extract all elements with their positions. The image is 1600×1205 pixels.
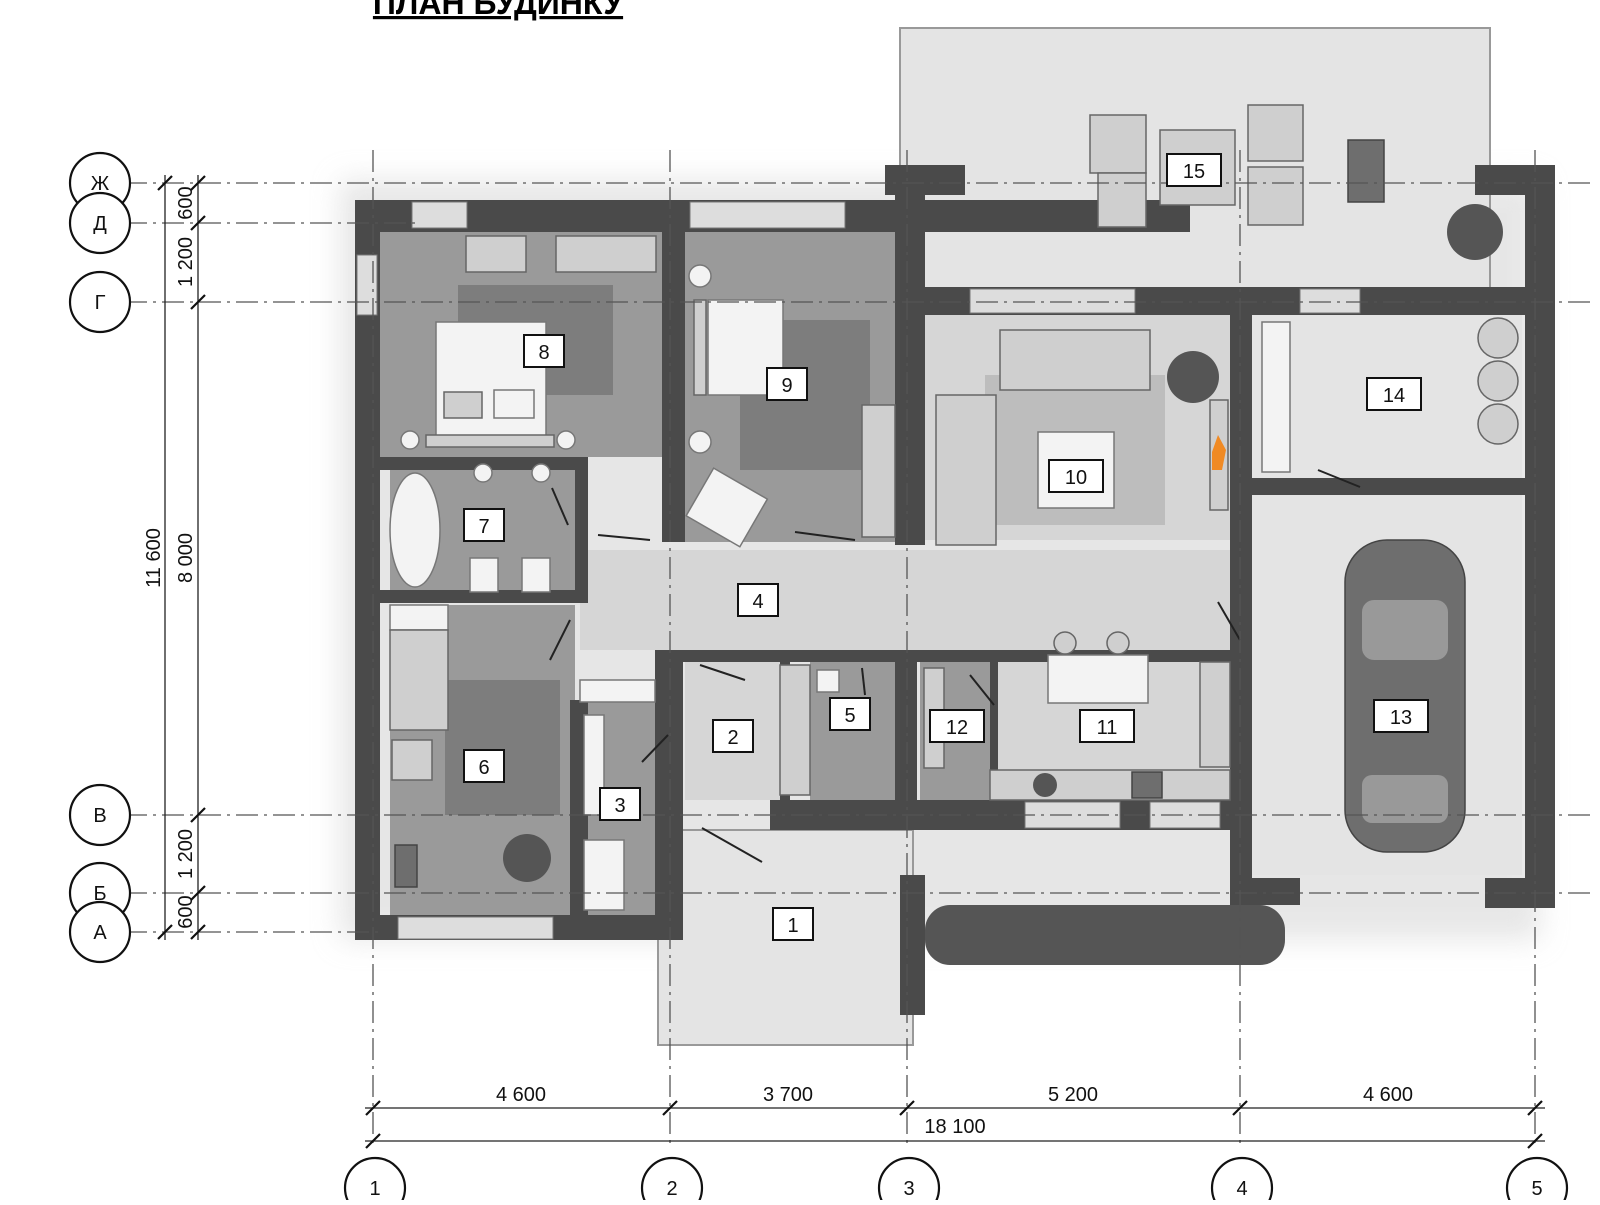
room-label-10: 10 [1048, 459, 1104, 493]
axis-label-2: 2 [666, 1178, 677, 1200]
dim-left-4: 1 200 [175, 829, 197, 879]
room-number-3: 3 [614, 795, 625, 817]
dimension-tick [365, 1100, 381, 1116]
dim-bottom-4: 4 600 [1363, 1084, 1413, 1106]
room-number-8: 8 [538, 342, 549, 364]
room-label-9: 9 [766, 367, 808, 401]
axis-letter-markers: Ж Д Г В Б А [68, 151, 132, 964]
dimension-tick [157, 175, 173, 191]
room-number-14: 14 [1383, 385, 1405, 407]
room-number-9: 9 [781, 375, 792, 397]
dim-left-1: 600 [175, 186, 197, 219]
axis-label-3: 3 [903, 1178, 914, 1200]
axis-label-a: А [93, 922, 107, 944]
dimension-tick [190, 215, 206, 231]
axis-grid [125, 150, 1590, 1145]
room-number-1: 1 [787, 915, 798, 937]
dimension-tick [190, 807, 206, 823]
left-dimensions: 600 1 200 8 000 1 200 600 11 600 [143, 186, 197, 928]
fireplace-flame-icon [1212, 435, 1226, 470]
dim-bottom-total: 18 100 [924, 1116, 985, 1138]
room-label-1: 1 [772, 907, 814, 941]
room-number-4: 4 [752, 591, 763, 613]
room-label-4: 4 [737, 583, 779, 617]
dimension-tick [1232, 1100, 1248, 1116]
dimension-tick [1527, 1100, 1543, 1116]
room-label-2: 2 [712, 719, 754, 753]
room-number-15: 15 [1183, 161, 1205, 183]
room-number-13: 13 [1390, 707, 1412, 729]
dimension-tick [662, 1100, 678, 1116]
rug-bedroom-6 [445, 680, 560, 815]
room-number-5: 5 [844, 705, 855, 727]
dim-left-2: 1 200 [175, 237, 197, 287]
room-number-6: 6 [478, 757, 489, 779]
axis-label-b: Б [93, 883, 106, 905]
axis-label-zh: Ж [91, 173, 110, 195]
doors [549, 469, 1361, 863]
room-label-3: 3 [599, 787, 641, 821]
dim-left-3: 8 000 [175, 533, 197, 583]
dim-bottom-2: 3 700 [763, 1084, 813, 1106]
room-4-floor [580, 550, 1240, 650]
dimension-tick [1527, 1133, 1543, 1149]
dim-bottom-1: 4 600 [496, 1084, 546, 1106]
dimension-tick [190, 294, 206, 310]
dimension-ticks [157, 175, 1543, 1149]
room-number-2: 2 [727, 727, 738, 749]
room-number-7: 7 [478, 516, 489, 538]
axis-label-g: Г [95, 292, 106, 314]
room-labels: 1 2 3 4 5 6 7 8 9 10 11 12 13 14 15 [463, 153, 1429, 941]
axis-label-v: В [93, 805, 106, 827]
dimension-tick [365, 1133, 381, 1149]
room-label-7: 7 [463, 508, 505, 542]
room-label-13: 13 [1373, 699, 1429, 733]
dimension-tick [899, 1100, 915, 1116]
axis-label-4: 4 [1236, 1178, 1247, 1200]
room-number-10: 10 [1065, 467, 1087, 489]
dim-left-total: 11 600 [143, 528, 165, 588]
room-label-6: 6 [463, 749, 505, 783]
room-number-12: 12 [946, 717, 968, 739]
dimension-tick [190, 885, 206, 901]
axis-label-d: Д [93, 213, 107, 235]
axis-number-markers: 1 2 3 4 5 [343, 1156, 1569, 1205]
axis-label-1: 1 [369, 1178, 380, 1200]
bottom-dimensions: 4 600 3 700 5 200 4 600 18 100 [496, 1084, 1413, 1138]
axis-label-5: 5 [1531, 1178, 1542, 1200]
dimension-tick [157, 924, 173, 940]
room-label-8: 8 [523, 334, 565, 368]
room-label-5: 5 [829, 697, 871, 731]
dim-left-5: 600 [175, 895, 197, 928]
furniture [389, 104, 1519, 965]
room-label-15: 15 [1166, 153, 1222, 187]
room-label-11: 11 [1079, 709, 1135, 743]
dimension-tick [190, 175, 206, 191]
dim-bottom-3: 5 200 [1048, 1084, 1098, 1106]
dimension-tick [190, 924, 206, 940]
plan-title: ПЛАН БУДИНКУ [373, 0, 624, 21]
room-label-12: 12 [929, 709, 985, 743]
room-label-14: 14 [1366, 377, 1422, 411]
room-number-11: 11 [1097, 717, 1118, 739]
